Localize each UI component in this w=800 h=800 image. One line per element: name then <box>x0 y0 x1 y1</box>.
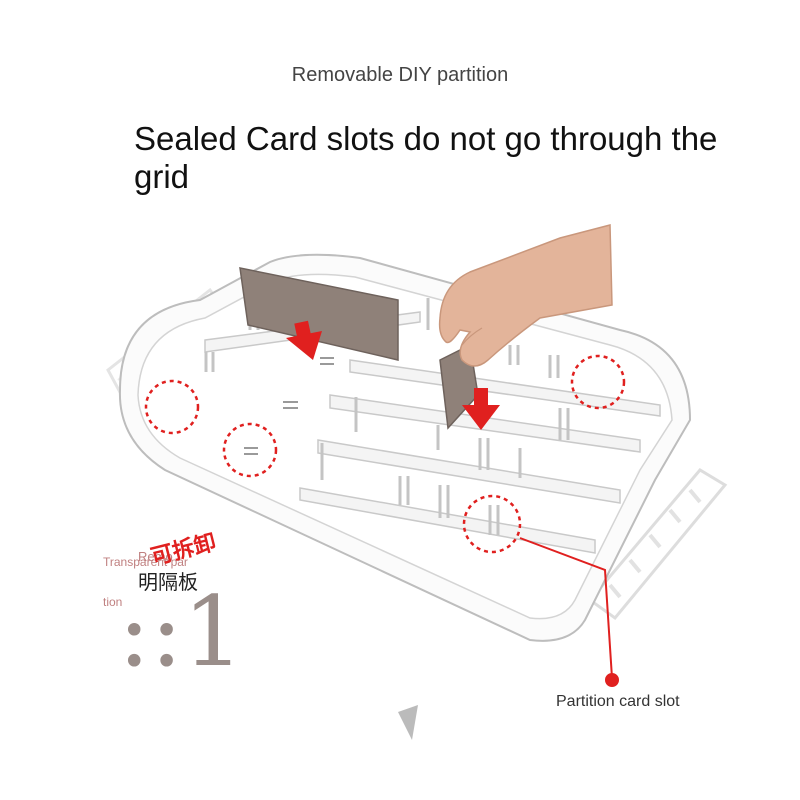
down-arrow-icon-left <box>286 320 322 360</box>
watermark-ghost-text-1: Transparent par <box>103 555 188 569</box>
right-latch-icon <box>587 468 728 621</box>
watermark-ghost-overlay: Remo <box>138 549 173 564</box>
down-arrow-icon-right <box>462 388 500 430</box>
watermark-black-text: 明隔板 <box>138 570 198 594</box>
subtitle: Removable DIY partition <box>291 64 509 86</box>
slot-dividers <box>204 298 570 535</box>
slot-highlight-circles <box>144 354 626 554</box>
hand-icon <box>438 224 613 367</box>
ghost-smudge <box>398 705 418 740</box>
removable-partition-left <box>239 267 399 361</box>
watermark-ghost-text-2: tion <box>103 595 123 609</box>
partition-card-slot-label: Partition card slot <box>556 693 680 710</box>
headline: Sealed Card slots do not go through the … <box>134 120 718 195</box>
callout-leader <box>519 537 619 687</box>
floor-slot-marks <box>244 357 334 455</box>
watermark-number: ::1 <box>118 576 244 688</box>
